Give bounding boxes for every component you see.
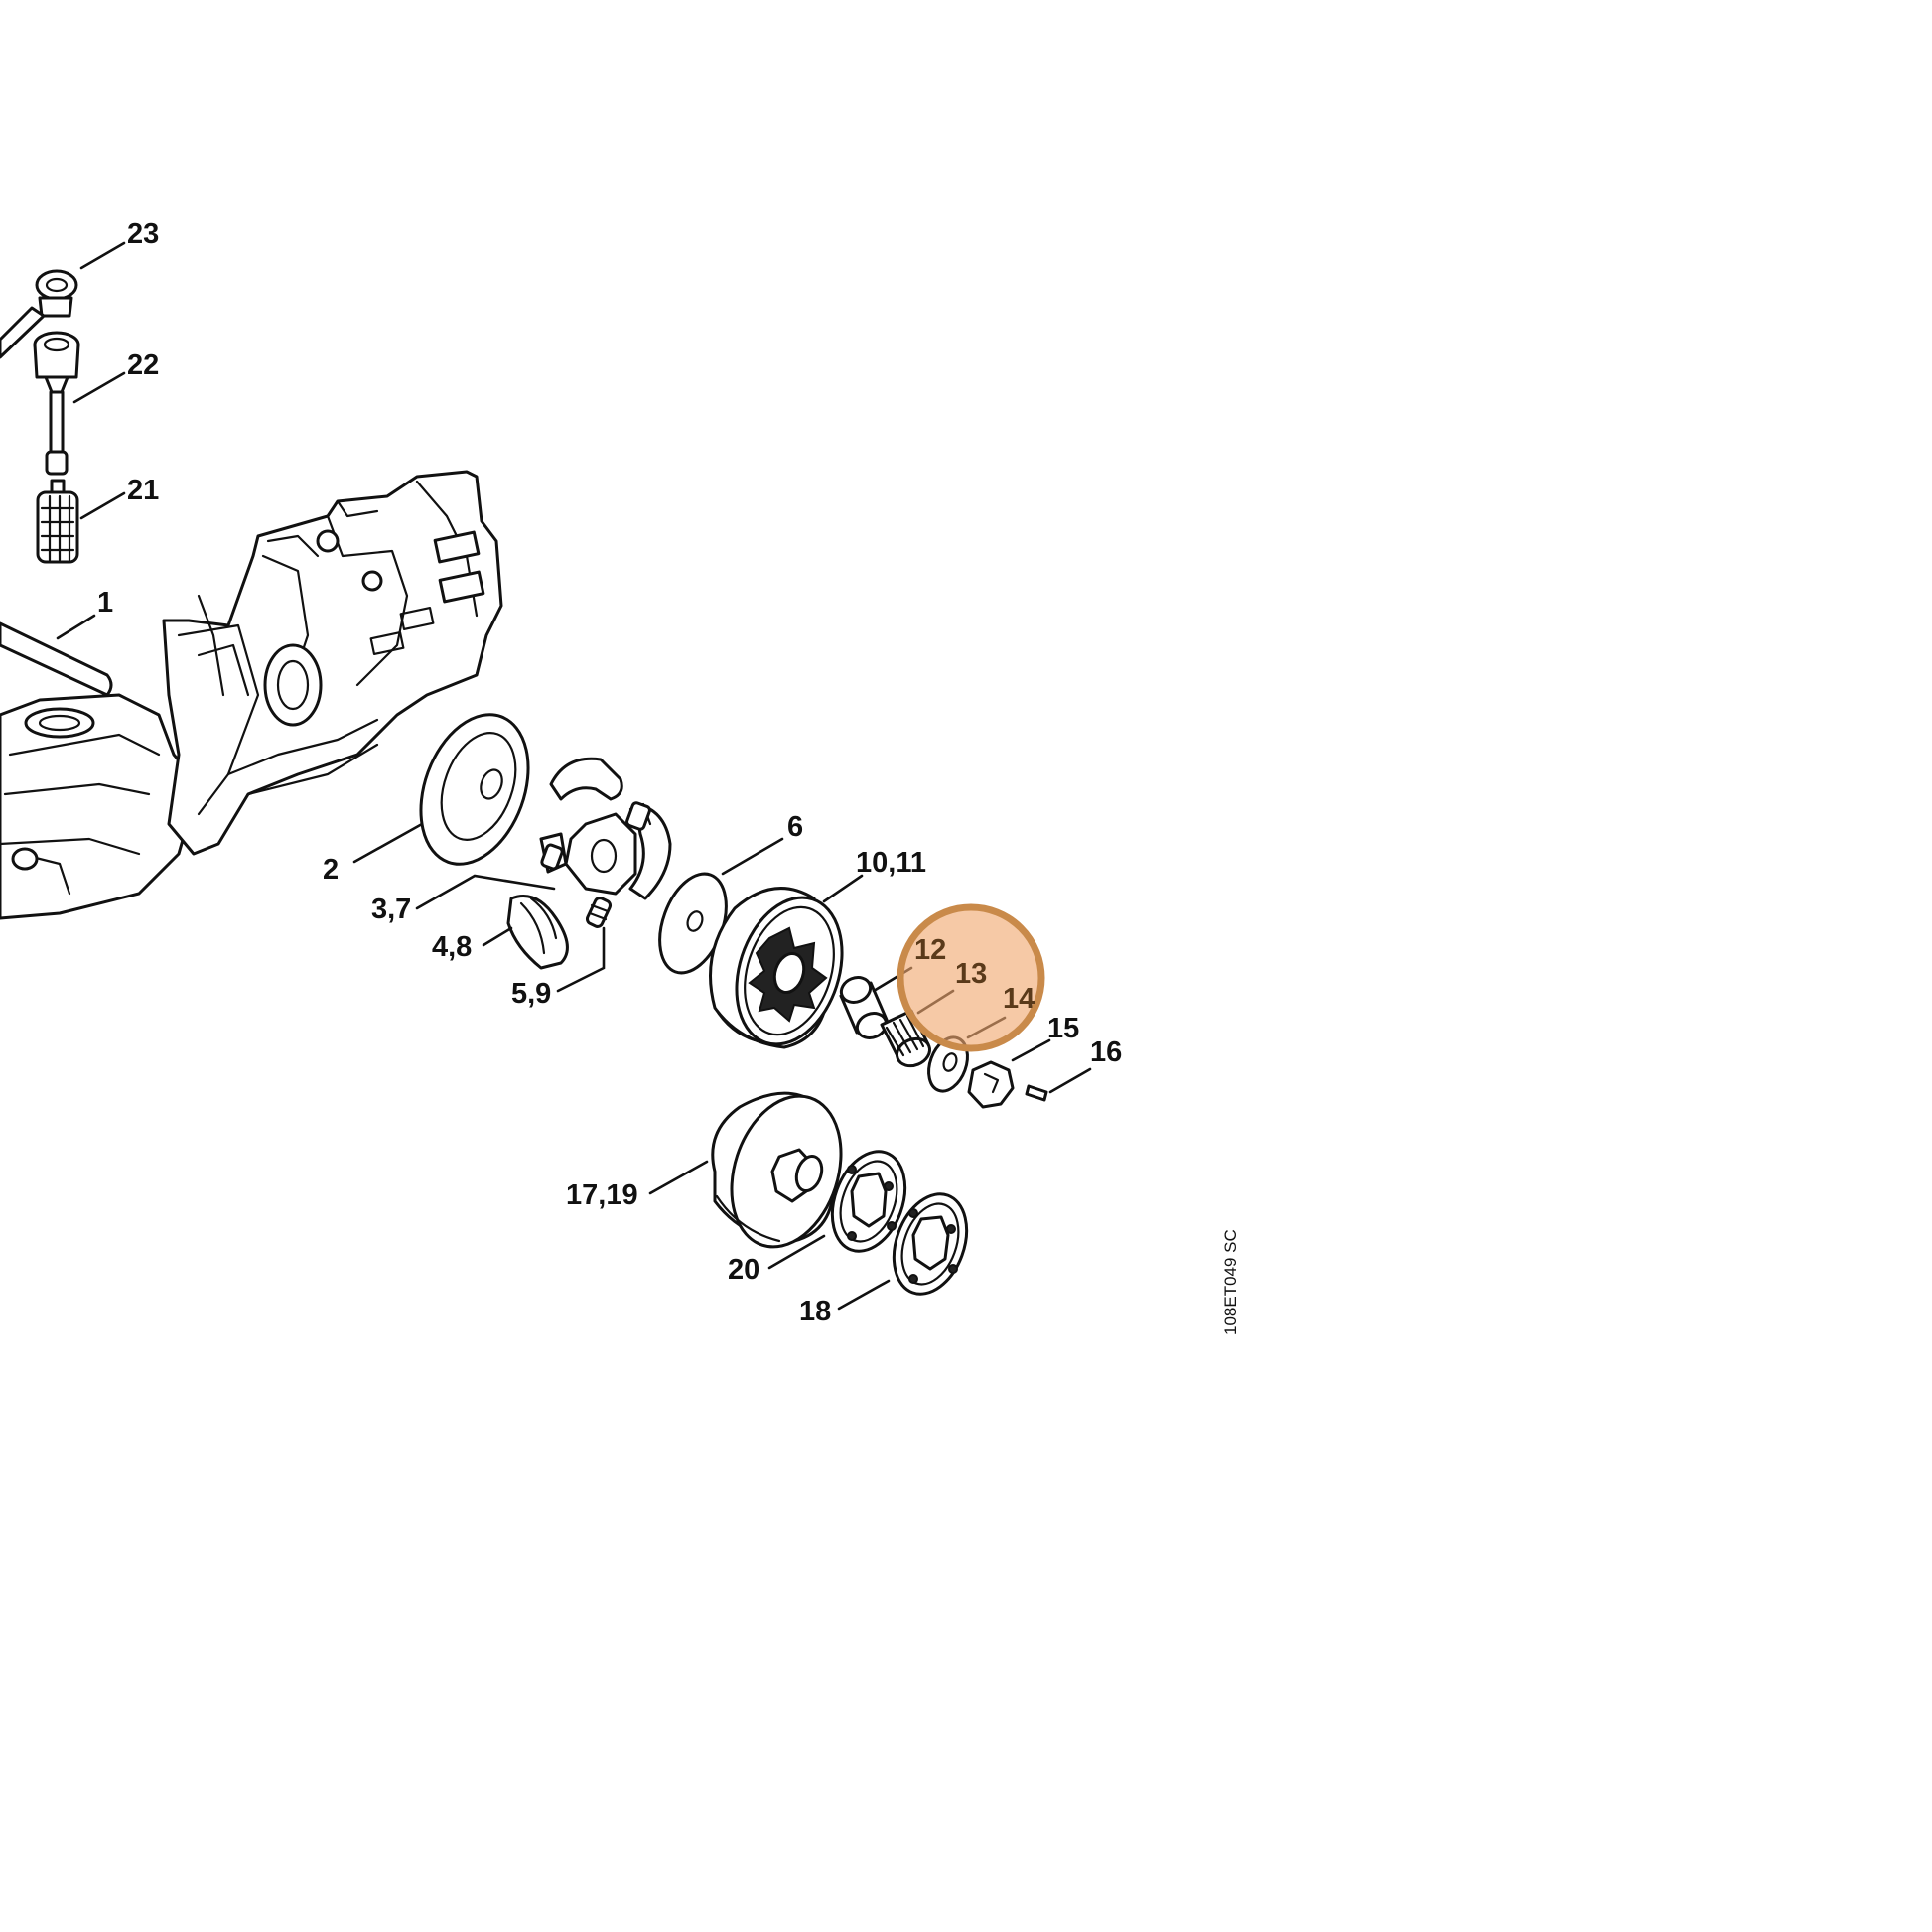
part-6-washer bbox=[658, 872, 728, 975]
part-4-8-clutch-shoe bbox=[506, 895, 569, 970]
part-12-sleeve bbox=[839, 976, 889, 1039]
callout-1: 1 bbox=[97, 587, 113, 619]
callout-13: 13 bbox=[955, 958, 987, 990]
part-18-rim-sprocket bbox=[892, 1192, 969, 1296]
part-17-19-rim-drum bbox=[711, 1091, 843, 1249]
callout-10-11: 10,11 bbox=[856, 847, 926, 879]
callout-17-19: 17,19 bbox=[566, 1179, 638, 1211]
callout-14: 14 bbox=[1003, 983, 1035, 1015]
callout-21: 21 bbox=[127, 475, 159, 506]
part-3-7-clutch-hub bbox=[539, 757, 672, 900]
callout-15: 15 bbox=[1047, 1013, 1079, 1044]
part-21-filter bbox=[36, 479, 79, 564]
part-22-pickup bbox=[33, 331, 80, 476]
part-5-9-spring bbox=[585, 897, 613, 928]
callout-2: 2 bbox=[323, 854, 339, 886]
callout-6: 6 bbox=[787, 811, 803, 843]
part-20-rim-sprocket bbox=[830, 1150, 907, 1253]
part-10-11-clutch-drum bbox=[709, 887, 844, 1049]
callout-18: 18 bbox=[799, 1296, 831, 1327]
part-2-cover-disc bbox=[419, 713, 530, 866]
callout-23: 23 bbox=[127, 218, 159, 250]
highlight-marker bbox=[897, 903, 1045, 1052]
callout-22: 22 bbox=[127, 349, 159, 381]
crankcase-housing bbox=[0, 470, 503, 920]
part-23-fitting bbox=[0, 269, 78, 359]
part-1-rod bbox=[0, 621, 113, 697]
callout-5-9: 5,9 bbox=[511, 978, 551, 1010]
callout-20: 20 bbox=[728, 1254, 759, 1286]
part-15-clip bbox=[967, 1060, 1015, 1109]
callout-12: 12 bbox=[914, 934, 946, 966]
callout-16: 16 bbox=[1090, 1036, 1122, 1068]
callout-labels: 23 22 21 1 2 3,7 4,8 5,9 6 10,11 12 13 1… bbox=[97, 218, 1122, 1327]
part-16-pin bbox=[1025, 1084, 1048, 1102]
part-14-washer bbox=[927, 1035, 969, 1093]
callout-4-8: 4,8 bbox=[432, 931, 472, 963]
callout-3-7: 3,7 bbox=[371, 894, 411, 925]
drawing-code: 108ET049 SC bbox=[1221, 1229, 1240, 1335]
